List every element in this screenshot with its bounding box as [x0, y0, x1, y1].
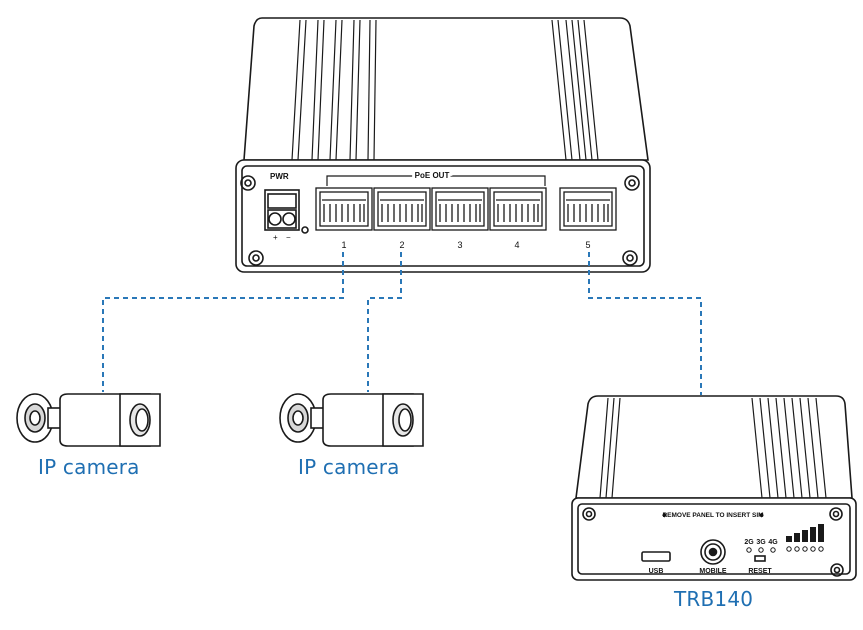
switch-screws: [240, 175, 640, 266]
mobile-label: MOBILE: [699, 568, 727, 575]
ethernet-port-4: [489, 187, 547, 231]
port-label-1: 1: [341, 240, 346, 250]
ethernet-port-3: [431, 187, 489, 231]
signal-leds: [786, 546, 824, 552]
reset-label: RESET: [748, 568, 772, 575]
ip-camera-1: [16, 393, 161, 447]
switch-heatsink-right: [551, 19, 599, 161]
sim-arrow-right-icon: ⬥: [759, 512, 764, 519]
signal-strength-icon: [786, 524, 824, 542]
ethernet-port-5: [559, 187, 617, 231]
trb140-router: [571, 395, 857, 581]
camera-1-caption: IP camera: [38, 455, 140, 479]
switch-ports: [315, 187, 617, 231]
power-terminal: [264, 189, 309, 234]
camera-2-caption: IP camera: [298, 455, 400, 479]
port-label-3: 3: [457, 240, 462, 250]
sim-arrow-left-icon: ⬥: [662, 512, 667, 519]
ethernet-port-2: [373, 187, 431, 231]
network-leds: [746, 547, 776, 553]
usb-label: USB: [649, 568, 664, 575]
network-links: [102, 252, 702, 395]
switch-heatsink-left: [291, 19, 377, 161]
link-port1-camera1: [102, 252, 344, 392]
ethernet-port-1: [315, 187, 373, 231]
net-2g-label: 2G: [744, 539, 754, 546]
ip-camera-2: [279, 393, 424, 447]
terminal-plus-label: +: [273, 233, 278, 242]
terminal-minus-label: −: [286, 233, 291, 242]
link-port5-router: [588, 252, 702, 395]
pwr-label: PWR: [270, 172, 289, 181]
usb-port: [641, 551, 671, 562]
poe-out-label: PoE OUT: [415, 171, 450, 180]
link-port2-camera2: [367, 252, 402, 392]
sim-notice: REMOVE PANEL TO INSERT SIM: [662, 512, 763, 519]
reset-button: [754, 555, 766, 562]
port-label-2: 2: [399, 240, 404, 250]
port-label-4: 4: [514, 240, 519, 250]
port-label-5: 5: [585, 240, 590, 250]
router-heatsink: [599, 397, 827, 499]
mobile-antenna-connector: [700, 539, 726, 565]
router-caption: TRB140: [674, 587, 754, 611]
poe-switch: [235, 17, 651, 273]
net-3g-label: 3G: [756, 539, 766, 546]
net-4g-label: 4G: [768, 539, 778, 546]
